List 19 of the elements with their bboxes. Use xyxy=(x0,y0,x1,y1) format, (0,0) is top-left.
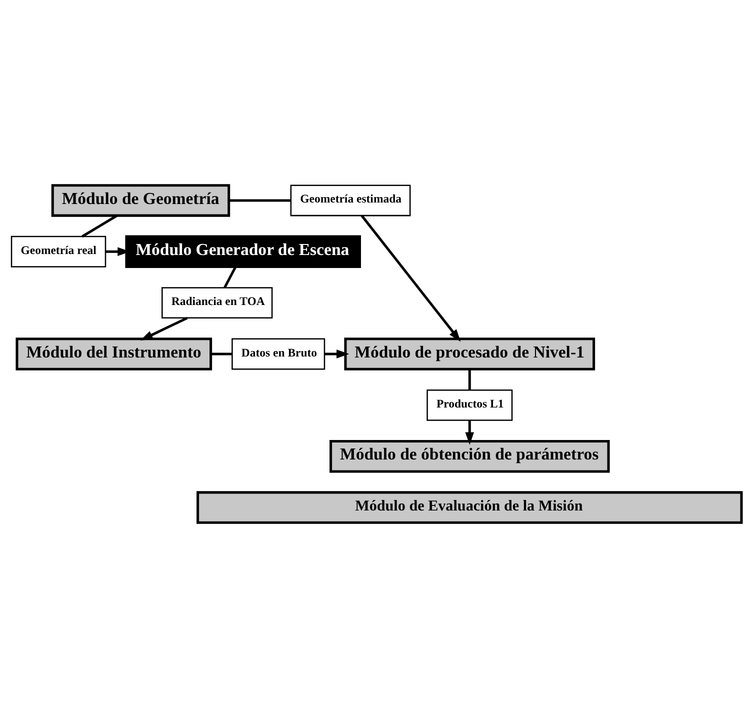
connector xyxy=(210,352,232,356)
node-box: Módulo Generador de Escena xyxy=(125,235,361,268)
connector xyxy=(82,214,118,238)
node-box: Geometría real xyxy=(10,236,106,268)
node-box: Geometría estimada xyxy=(290,184,411,216)
arrow xyxy=(360,214,461,342)
node-box: Módulo de Geometría xyxy=(51,184,230,217)
node-box: Módulo de óbtención de parámetros xyxy=(330,440,610,473)
node-box: Módulo del Instrumento xyxy=(16,338,212,370)
connector xyxy=(229,199,291,202)
arrow xyxy=(324,350,350,358)
arrow xyxy=(465,420,474,445)
connector xyxy=(224,266,237,288)
node-box: Datos en Bruto xyxy=(232,338,326,370)
node-box: Radiancia en TOA xyxy=(162,287,273,319)
node-box: Módulo de procesado de Nivel-1 xyxy=(344,338,596,370)
node-box: Módulo de Evaluación de la Misión xyxy=(196,491,743,524)
connector xyxy=(468,369,471,390)
node-box: Productos L1 xyxy=(426,389,513,421)
